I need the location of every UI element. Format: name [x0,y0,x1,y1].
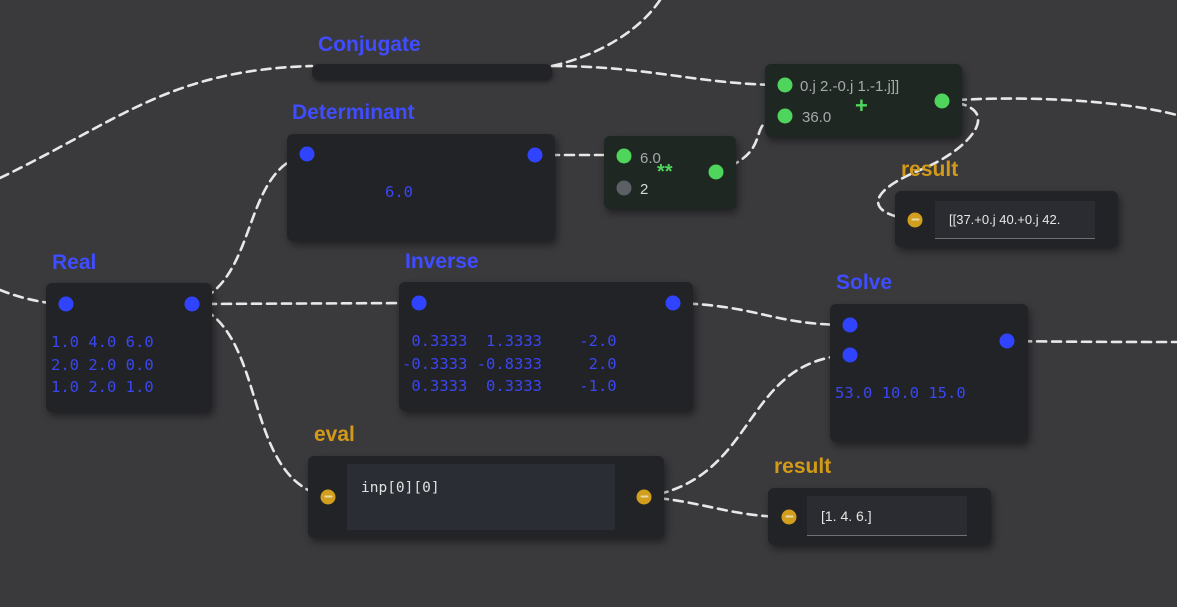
eval-node[interactable]: inp[0][0] [308,456,664,538]
wire-solve-to-offscreen [1005,339,1177,344]
result-bottom-input-port[interactable] [781,509,797,525]
solve-input2-port[interactable] [842,347,858,363]
inverse-node[interactable]: 0.3333 1.3333 -2.0 -0.3333 -0.8333 2.0 0… [399,282,693,411]
wire-offscreen-to-conjugate [550,0,662,68]
add-input1-port[interactable] [777,77,793,93]
inverse-output-port[interactable] [665,295,681,311]
solve-output-port[interactable] [999,333,1015,349]
power-output-port[interactable] [708,164,724,180]
inverse-row-1: 0.3333 1.3333 -2.0 [402,332,617,350]
determinant-input-port[interactable] [299,146,315,162]
wire-left-to-conjugate [0,64,314,180]
result-bottom-title: result [774,455,832,478]
power-input1-port[interactable] [616,148,632,164]
real-row-2: 2.0 2.0 0.0 [51,355,154,374]
wire-real-to-inverse [190,301,421,306]
eval-input-port[interactable] [320,489,336,505]
result-top-title: result [901,158,959,181]
real-row-3: 1.0 2.0 1.0 [51,378,154,396]
eval-title: eval [314,423,355,446]
add-input2-label: 36.0 [802,109,832,126]
power-input2-port[interactable] [616,180,632,196]
add-input1-label: 0.j 2.-0.j 1.-1.j]] [800,78,900,95]
solve-node[interactable]: 53.0 10.0 15.0 [830,304,1028,442]
inverse-title: Inverse [405,250,479,273]
determinant-value: 6.0 [385,183,413,201]
add-input2-port[interactable] [777,108,793,124]
result-top-node[interactable]: [[37.+0.j 40.+0.j 42. [895,191,1118,247]
determinant-node[interactable]: 6.0 [287,134,555,241]
determinant-title: Determinant [292,101,415,124]
wire-conjugate-to-add [550,64,787,87]
eval-output-port[interactable] [636,489,652,505]
inverse-input-port[interactable] [411,295,427,311]
solve-title: Solve [836,271,893,294]
result-bottom-node[interactable]: [1. 4. 6.] [768,488,991,545]
result-top-value[interactable]: [[37.+0.j 40.+0.j 42. [935,201,1095,239]
add-output-port[interactable] [934,93,950,109]
real-output-port[interactable] [184,296,200,312]
power-operator: ** [657,161,673,183]
wire-inverse-to-solve [671,301,852,327]
wire-add-to-offscreen [940,97,1177,117]
inverse-row-3: 0.3333 0.3333 -1.0 [402,377,617,395]
solve-input1-port[interactable] [842,317,858,333]
add-node[interactable]: 0.j 2.-0.j 1.-1.j]] 36.0 + [765,64,962,137]
conjugate-node[interactable] [312,64,552,80]
solve-value: 53.0 10.0 15.0 [835,384,966,402]
conjugate-title: Conjugate [318,33,421,56]
result-top-input-port[interactable] [907,212,923,228]
power-input1-label: 6.0 [640,150,661,167]
inverse-row-2: -0.3333 -0.8333 2.0 [402,354,617,373]
eval-code-editor[interactable]: inp[0][0] [347,464,615,530]
real-input-port[interactable] [58,296,74,312]
result-bottom-value[interactable]: [1. 4. 6.] [807,496,967,536]
real-node[interactable]: 1.0 4.0 6.0 2.0 2.0 0.0 1.0 2.0 1.0 [46,283,212,412]
real-title: Real [52,251,97,274]
power-input2-label: 2 [640,181,649,198]
add-operator: + [855,93,868,118]
real-row-1: 1.0 4.0 6.0 [51,333,154,351]
determinant-output-port[interactable] [527,147,543,163]
